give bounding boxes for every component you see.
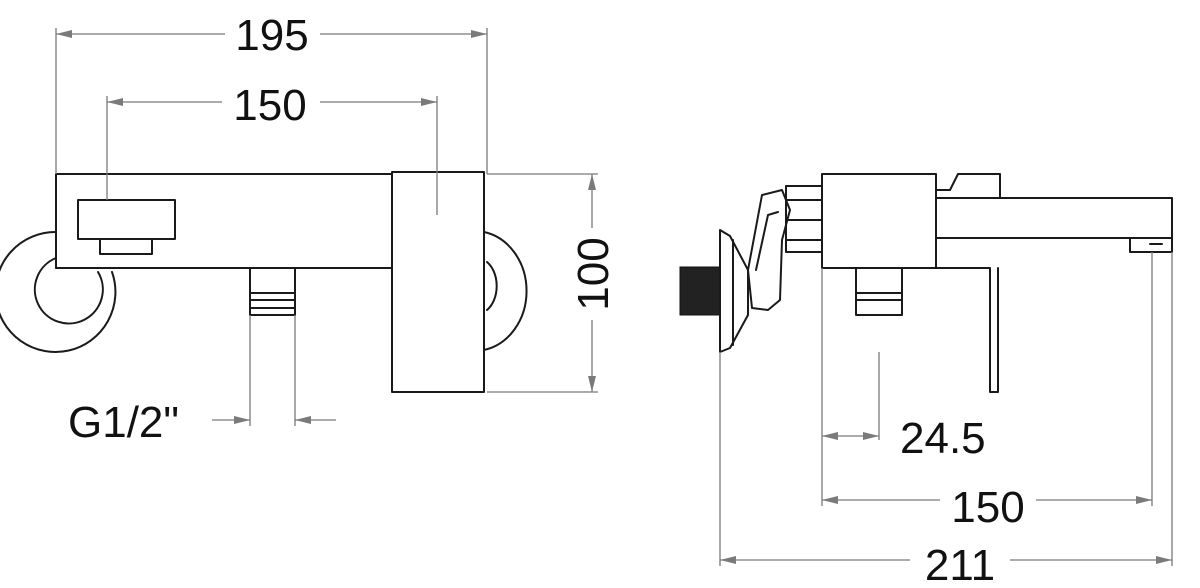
dimension-thread: G1/2" (68, 315, 336, 447)
dimension-195: 195 (55, 11, 488, 174)
right-escutcheon (483, 231, 528, 351)
dimension-label-150-side: 150 (951, 483, 1024, 532)
side-view: 24.5 150 211 (679, 173, 1173, 588)
mixer-body-side (821, 173, 937, 269)
lever-handle (391, 171, 485, 393)
outlet-connector-side (855, 267, 903, 316)
lever-side (935, 173, 1001, 199)
dimension-label-150-front: 150 (233, 81, 306, 130)
left-escutcheon (0, 230, 117, 353)
lever-plate (935, 267, 999, 393)
knurled-inlet (679, 266, 721, 316)
hex-nut (785, 185, 823, 253)
dimension-211: 211 (719, 252, 1173, 588)
dimension-150-side: 150 (822, 252, 1153, 532)
outlet-connector (249, 267, 296, 316)
diverter-box (77, 199, 176, 240)
dimension-24-5: 24.5 (821, 268, 986, 506)
dimension-label-195: 195 (235, 11, 308, 60)
diverter-knob (99, 238, 153, 255)
spout (935, 197, 1173, 239)
dimension-label-24-5: 24.5 (900, 414, 986, 463)
dimension-100: 100 (487, 173, 618, 393)
dimension-150-front: 150 (106, 81, 438, 215)
dimension-label-thread: G1/2" (68, 398, 179, 447)
dimension-label-100: 100 (569, 237, 618, 310)
front-view: 195 150 100 (0, 11, 618, 447)
dimension-label-211: 211 (925, 541, 995, 588)
spout-aerator (1129, 237, 1173, 253)
eccentric-elbow (747, 189, 791, 311)
